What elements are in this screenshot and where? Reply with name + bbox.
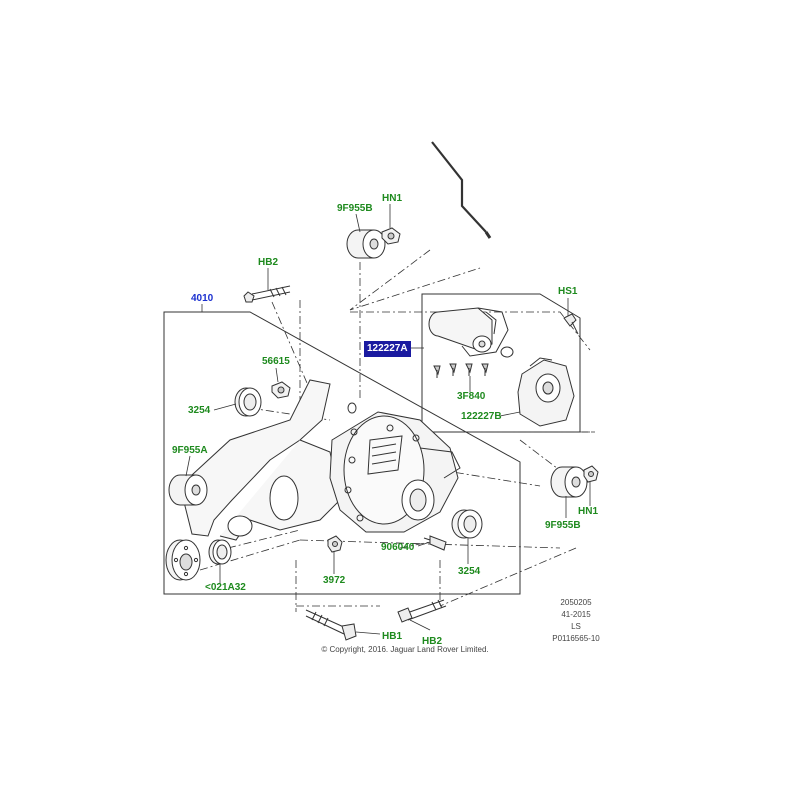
sensor-906040 (423, 535, 447, 551)
copyright-notice: © Copyright, 2016. Jaguar Land Rover Lim… (321, 645, 489, 654)
part-label-906040[interactable]: 906040 (381, 542, 415, 553)
diagram-reference-block: 2050205 41-2015 LS P0116565-10 (530, 597, 622, 645)
main-frame-outline (163, 311, 521, 595)
part-label-3254-right[interactable]: 3254 (458, 566, 481, 577)
bolt-hs1 (563, 313, 579, 335)
part-label-122227a[interactable]: 122227A (364, 341, 411, 357)
part-label-122227b[interactable]: 122227B (461, 411, 502, 422)
seal-3254-right (451, 509, 483, 539)
plug-3972 (327, 535, 343, 553)
part-label-3972[interactable]: 3972 (323, 575, 346, 586)
part-label-3254-left[interactable]: 3254 (188, 405, 211, 416)
flange-021a32 (165, 539, 201, 581)
motor-inset-frame (421, 293, 581, 433)
breather-hose (431, 141, 487, 233)
part-label-4010[interactable]: 4010 (191, 293, 214, 304)
bolt-hb2-bottom (397, 599, 447, 623)
bolt-hb1 (305, 609, 357, 641)
nut-hn1-right (583, 465, 599, 483)
motor-122227a (428, 307, 514, 358)
part-label-3f840[interactable]: 3F840 (457, 391, 486, 402)
reference-line-4: P0116565-10 (552, 634, 600, 643)
bolt-hb2-top (243, 285, 291, 303)
gear-housing-122227b (517, 357, 575, 427)
part-label-hs1[interactable]: HS1 (558, 286, 578, 297)
bush-9f955b-top (346, 229, 386, 259)
differential-housing (329, 402, 461, 533)
part-label-hb1[interactable]: HB1 (382, 631, 403, 642)
seal-flange (208, 539, 232, 565)
bush-9f955a (168, 474, 208, 506)
part-label-hn1-top[interactable]: HN1 (382, 193, 403, 204)
reference-line-2: 41-2015 (561, 610, 591, 619)
nut-hn1-top (381, 227, 401, 245)
rear-subframe (179, 379, 341, 541)
part-label-9f955b-right[interactable]: 9F955B (545, 520, 581, 531)
reference-line-3: LS (571, 622, 581, 631)
part-label-56615[interactable]: 56615 (262, 356, 290, 367)
screws-3f840 (433, 363, 489, 378)
part-label-9f955b-top[interactable]: 9F955B (337, 203, 373, 214)
bush-9f955b-right (550, 466, 588, 498)
part-label-hb2-top[interactable]: HB2 (258, 257, 279, 268)
nut-56615 (271, 381, 291, 399)
part-label-9f955a[interactable]: 9F955A (172, 445, 208, 456)
seal-3254-left (234, 387, 262, 417)
part-label-021a32[interactable]: <021A32 (205, 582, 246, 593)
part-label-hb2-bottom[interactable]: HB2 (422, 636, 443, 647)
reference-line-1: 2050205 (560, 598, 592, 607)
part-label-hn1-right[interactable]: HN1 (578, 506, 599, 517)
